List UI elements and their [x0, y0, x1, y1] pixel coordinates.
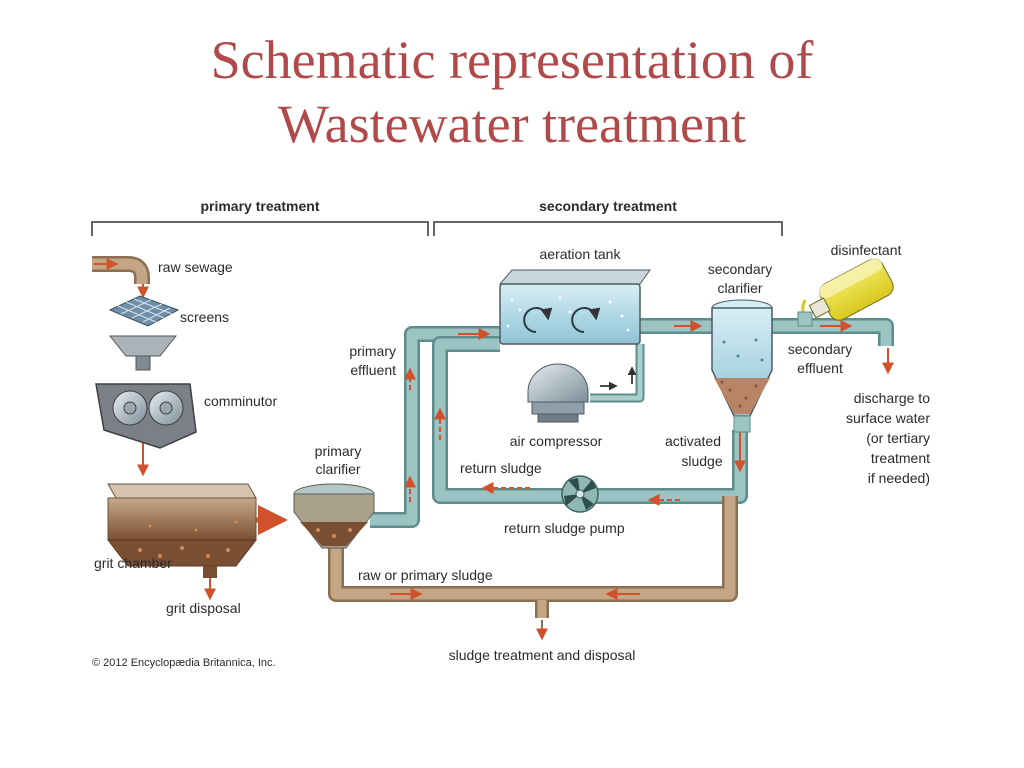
slide-title-line-2: Wastewater treatment — [278, 94, 746, 154]
label-air-compressor: air compressor — [510, 433, 603, 449]
label-primary-clarifier-line-1: primary — [315, 443, 362, 459]
primary-treatment-label: primary treatment — [200, 198, 319, 214]
label-primary-effluent-line-1: primary — [349, 343, 396, 359]
label-discharge-line-2: surface water — [846, 410, 930, 426]
label-raw-primary-sludge: raw or primary sludge — [358, 567, 493, 583]
label-discharge-line-4: treatment — [871, 450, 930, 466]
label-activated-sludge-line-2: sludge — [681, 453, 722, 469]
label-return-sludge-pump: return sludge pump — [504, 520, 625, 536]
slide-title: Schematic representation of Wastewater t… — [0, 28, 1024, 156]
label-grit-disposal: grit disposal — [166, 600, 241, 616]
sludge-pipes — [328, 496, 738, 618]
diagram-labels: raw sewage screens comminutor grit chamb… — [92, 242, 930, 669]
primary-treatment-header: primary treatment — [91, 198, 429, 236]
label-raw-sewage: raw sewage — [158, 259, 233, 275]
label-disinfectant: disinfectant — [831, 242, 902, 258]
label-secondary-effluent-line-1: secondary — [788, 341, 853, 357]
slide-title-line-1: Schematic representation of — [210, 30, 814, 90]
label-activated-sludge-line-1: activated — [665, 433, 721, 449]
comminutor — [95, 383, 197, 449]
secondary-treatment-label: secondary treatment — [539, 198, 677, 214]
return-sludge-pump — [561, 475, 599, 513]
label-return-sludge: return sludge — [460, 460, 542, 476]
label-primary-effluent-line-2: effluent — [350, 362, 396, 378]
label-grit-chamber: grit chamber — [94, 555, 172, 571]
aeration-tank — [498, 269, 651, 345]
label-sludge-treatment: sludge treatment and disposal — [449, 647, 636, 663]
label-discharge-line-3: (or tertiary — [866, 430, 930, 446]
label-discharge-line-1: discharge to — [854, 390, 930, 406]
label-aeration-tank: aeration tank — [540, 246, 622, 262]
copyright-credit: © 2012 Encyclopædia Britannica, Inc. — [92, 657, 276, 669]
secondary-treatment-header: secondary treatment — [433, 198, 783, 236]
primary-clarifier — [293, 483, 375, 549]
label-secondary-effluent-line-2: effluent — [797, 360, 843, 376]
grit-chamber — [106, 483, 258, 578]
air-compressor — [527, 363, 637, 423]
raw-sewage-pipe — [92, 256, 150, 284]
label-screens: screens — [180, 309, 229, 325]
disinfectant-bottle — [797, 258, 894, 327]
label-discharge-line-5: if needed) — [868, 470, 930, 486]
label-secondary-clarifier-line-2: clarifier — [717, 280, 762, 296]
screens — [108, 295, 180, 371]
secondary-clarifier — [711, 299, 773, 433]
label-comminutor: comminutor — [204, 393, 277, 409]
label-secondary-clarifier-line-1: secondary — [708, 261, 773, 277]
label-primary-clarifier-line-2: clarifier — [315, 461, 360, 477]
